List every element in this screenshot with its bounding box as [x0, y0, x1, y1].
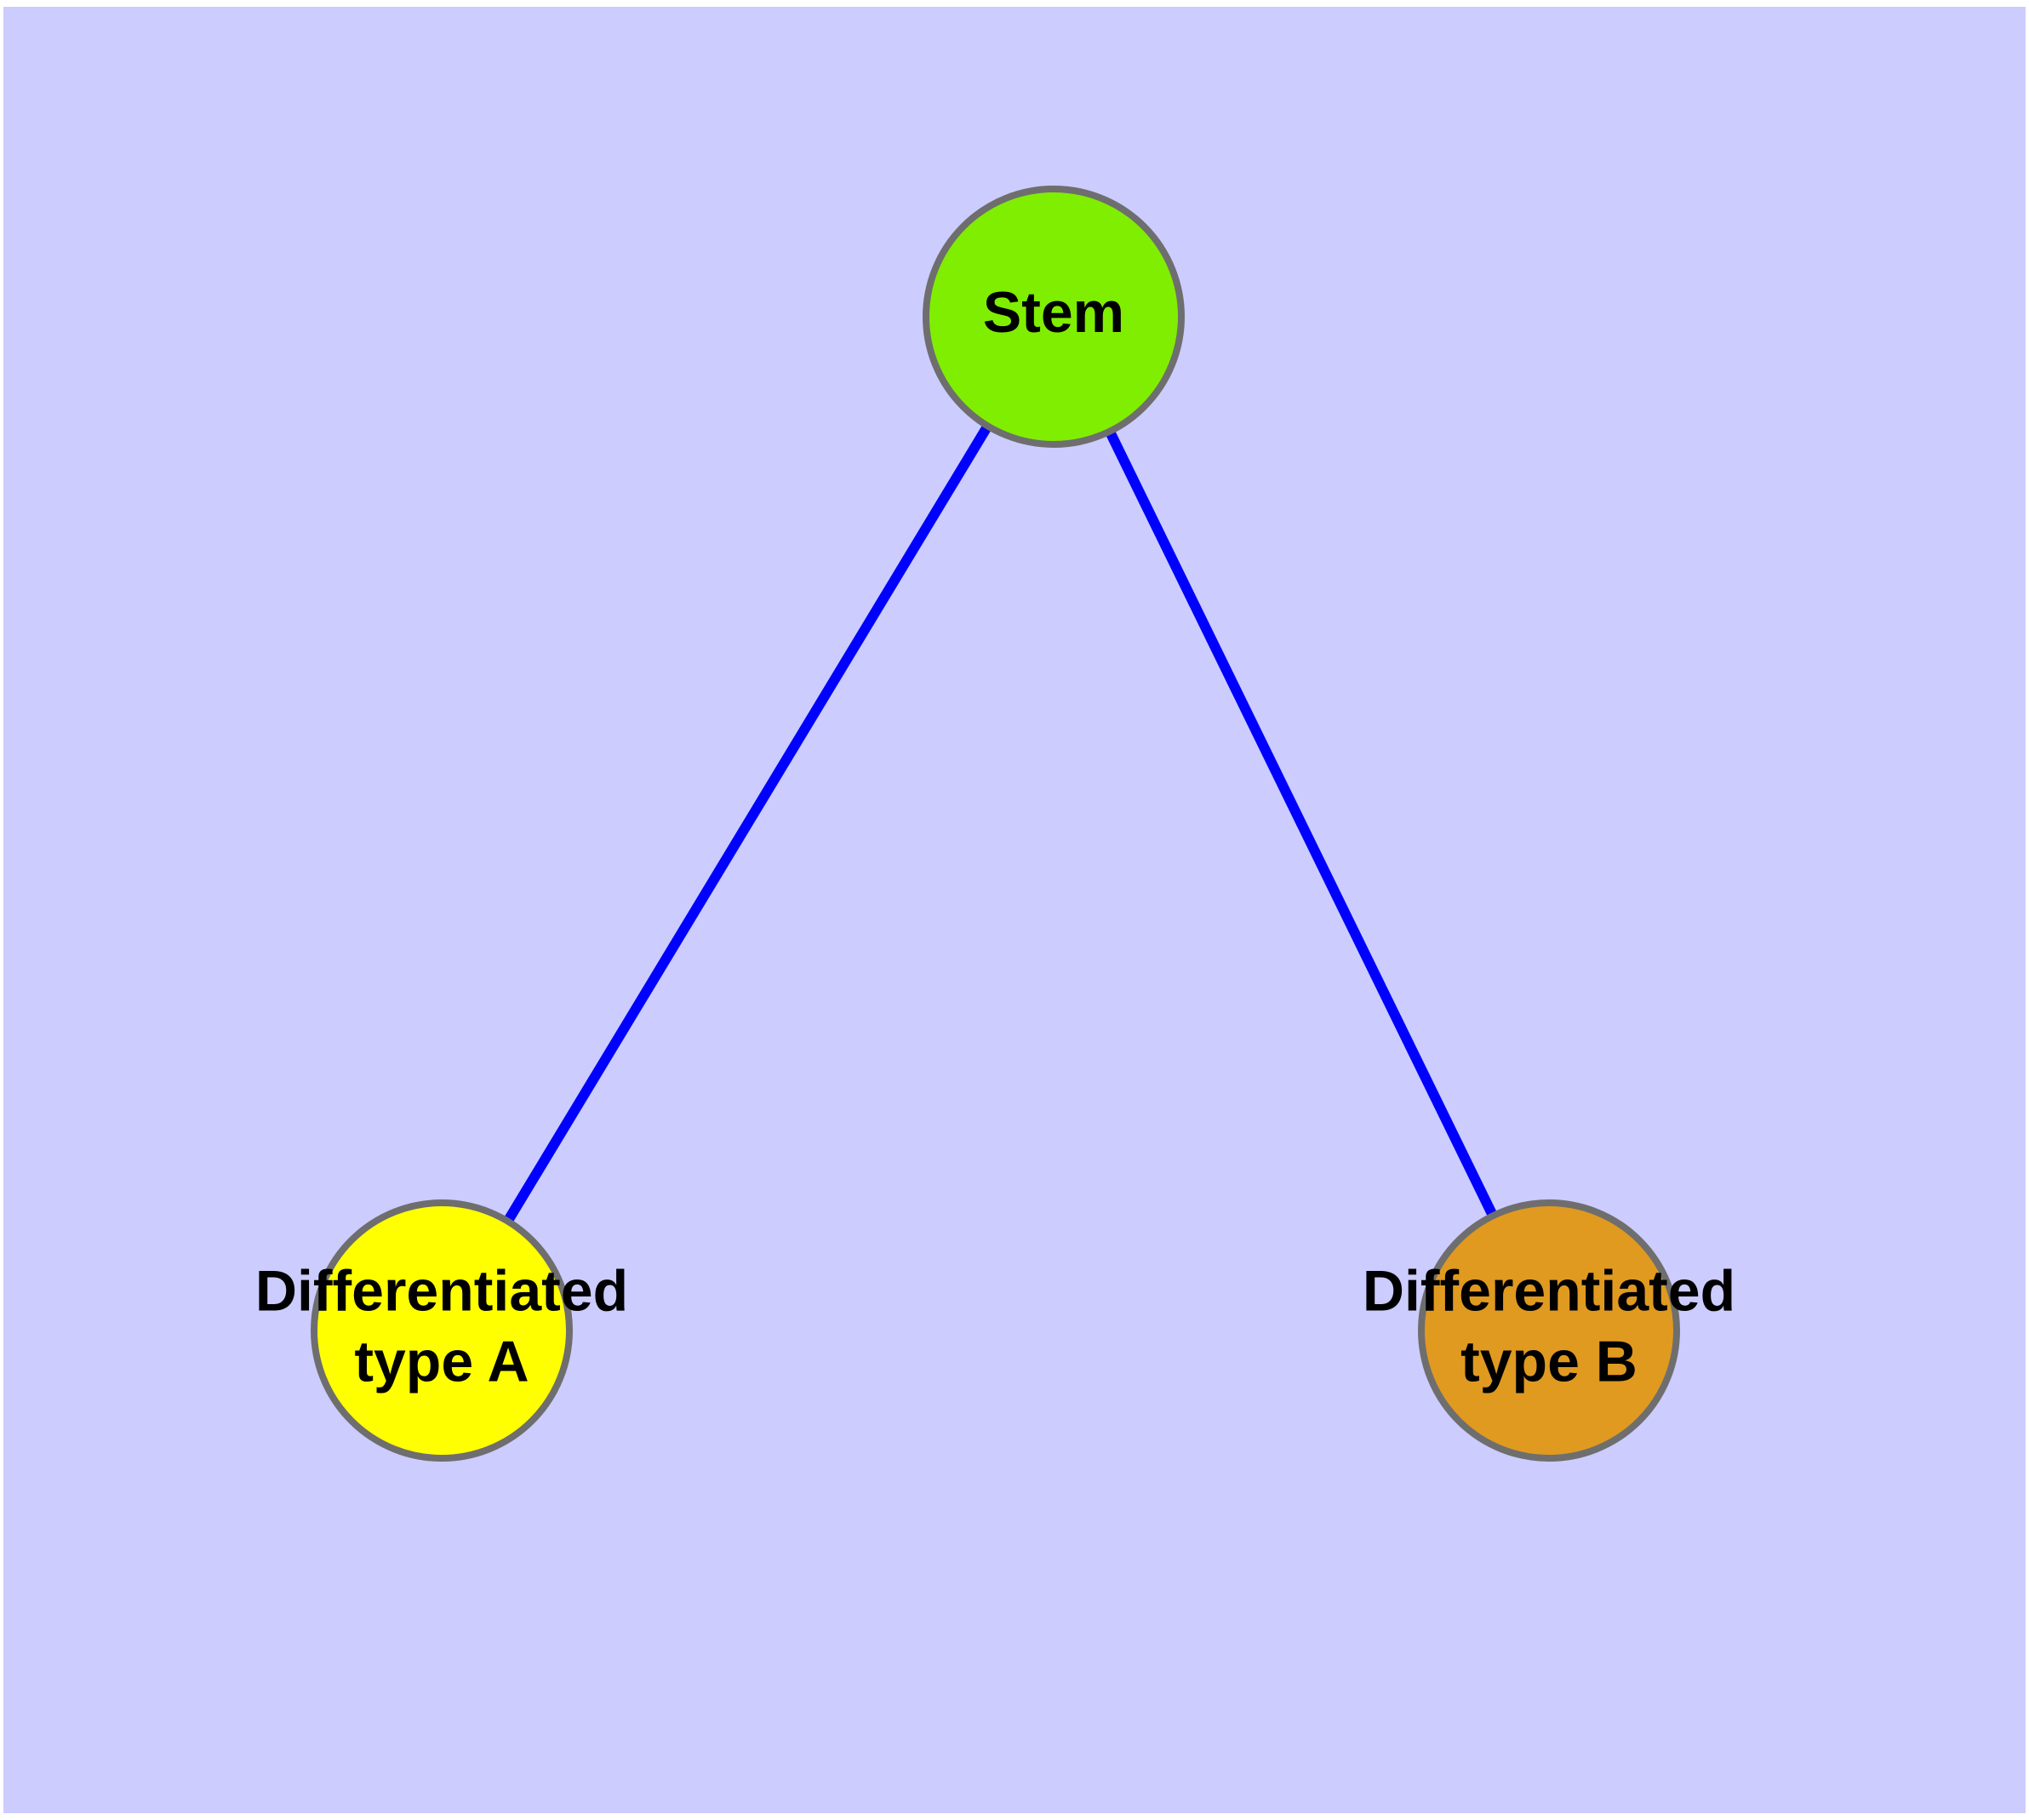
node-diff_a[interactable]: [311, 1199, 573, 1462]
node-label-stem: Stem: [983, 280, 1124, 345]
edge-stem-diff-a[interactable]: [504, 425, 992, 1222]
node-diff_b[interactable]: [1418, 1199, 1680, 1462]
edge-layer: [504, 425, 1497, 1222]
node-label-line: Differentiated: [1363, 1258, 1735, 1323]
node-label-line: Differentiated: [255, 1258, 628, 1323]
node-layer: [311, 186, 1680, 1462]
node-label-line: type A: [354, 1329, 529, 1394]
edge-stem-diff-b[interactable]: [1106, 430, 1497, 1217]
node-label-line: Stem: [983, 280, 1124, 345]
node-label-line: type B: [1460, 1329, 1637, 1394]
node-stem[interactable]: [923, 186, 1185, 448]
